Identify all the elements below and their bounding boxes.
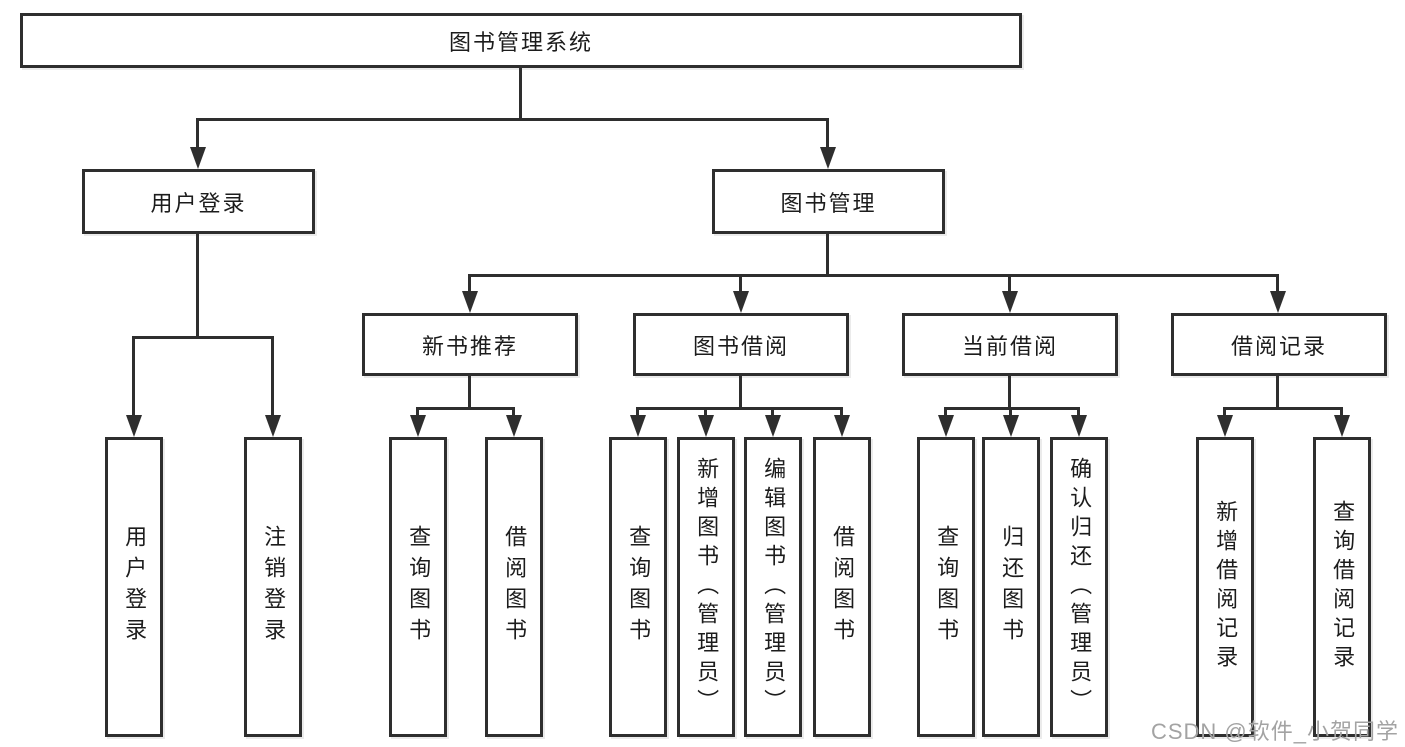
- edge-line: [771, 407, 774, 416]
- edge-line: [1276, 374, 1279, 410]
- edge-line: [519, 65, 522, 121]
- leaf-label: 借阅图书: [502, 525, 528, 649]
- edge-line: [1223, 407, 1343, 410]
- leaf-label: 查询图书: [626, 525, 652, 649]
- leaf-query-books-current: 查询图书: [917, 437, 975, 737]
- edge-arrowhead: [410, 415, 426, 437]
- leaf-label: 新增借阅记录: [1213, 500, 1239, 674]
- node-new-book-recommend: 新书推荐: [362, 313, 578, 376]
- edge-arrowhead: [820, 147, 836, 169]
- edge-arrowhead: [630, 415, 646, 437]
- edge-line: [1008, 274, 1011, 291]
- edge-line: [416, 407, 515, 410]
- leaf-return-book: 归还图书: [982, 437, 1040, 737]
- edge-line: [468, 274, 471, 291]
- edge-line: [840, 407, 843, 416]
- edge-line: [704, 407, 707, 416]
- node-label: 图书管理: [780, 190, 877, 216]
- node-library-management-system: 图书管理系统: [20, 13, 1022, 68]
- edge-arrowhead: [733, 291, 749, 313]
- edge-line: [468, 274, 1279, 277]
- node-label: 图书管理系统: [448, 29, 593, 55]
- edge-line: [1077, 407, 1080, 416]
- edge-arrowhead: [1270, 291, 1286, 313]
- edge-arrowhead: [506, 415, 522, 437]
- leaf-label: 借阅图书: [830, 525, 856, 649]
- edge-line: [1223, 407, 1226, 416]
- edge-line: [1276, 274, 1279, 291]
- edge-line: [826, 232, 829, 277]
- leaf-label: 查询图书: [406, 525, 432, 649]
- leaf-label: 用户登录: [122, 525, 148, 649]
- node-book-management: 图书管理: [712, 169, 945, 234]
- edge-arrowhead: [1003, 415, 1019, 437]
- edge-arrowhead: [938, 415, 954, 437]
- leaf-query-books-recommend: 查询图书: [389, 437, 447, 737]
- edge-arrowhead: [462, 291, 478, 313]
- edge-line: [196, 118, 199, 148]
- edge-arrowhead: [834, 415, 850, 437]
- leaf-label: 确认归还（管理员）: [1067, 456, 1093, 718]
- leaf-edit-book-admin: 编辑图书（管理员）: [744, 437, 802, 737]
- edge-line: [944, 407, 947, 416]
- leaf-add-borrow-record: 新增借阅记录: [1196, 437, 1254, 737]
- leaf-add-book-admin: 新增图书（管理员）: [677, 437, 735, 737]
- leaf-logout: 注销登录: [244, 437, 302, 737]
- edge-line: [1008, 374, 1011, 410]
- leaf-query-borrow-record: 查询借阅记录: [1313, 437, 1371, 737]
- node-current-borrowing: 当前借阅: [902, 313, 1118, 376]
- edge-arrowhead: [265, 415, 281, 437]
- edge-line: [196, 232, 199, 339]
- edge-arrowhead: [126, 415, 142, 437]
- leaf-query-books-borrowing: 查询图书: [609, 437, 667, 737]
- edge-line: [132, 336, 274, 339]
- node-label: 图书借阅: [692, 333, 789, 359]
- leaf-user-login: 用户登录: [105, 437, 163, 737]
- edge-line: [132, 336, 135, 416]
- edge-line: [416, 407, 419, 416]
- edge-line: [636, 407, 843, 410]
- leaf-label: 编辑图书（管理员）: [761, 456, 787, 718]
- edge-arrowhead: [1217, 415, 1233, 437]
- csdn-watermark: CSDN @软件_小贺同学: [1150, 719, 1399, 744]
- leaf-confirm-return-admin: 确认归还（管理员）: [1050, 437, 1108, 737]
- edge-line: [739, 274, 742, 291]
- node-label: 借阅记录: [1230, 333, 1327, 359]
- edge-line: [739, 374, 742, 410]
- leaf-label: 归还图书: [999, 525, 1025, 649]
- edge-line: [826, 118, 829, 148]
- leaf-label: 注销登录: [261, 525, 287, 649]
- edge-line: [196, 118, 829, 121]
- leaf-label: 新增图书（管理员）: [694, 456, 720, 718]
- node-book-borrowing: 图书借阅: [633, 313, 849, 376]
- edge-line: [1340, 407, 1343, 416]
- node-label: 当前借阅: [961, 333, 1058, 359]
- edge-arrowhead: [190, 147, 206, 169]
- edge-line: [468, 374, 471, 410]
- node-label: 新书推荐: [421, 333, 518, 359]
- edge-line: [636, 407, 639, 416]
- node-user-login: 用户登录: [82, 169, 315, 234]
- edge-line: [512, 407, 515, 416]
- edge-arrowhead: [698, 415, 714, 437]
- edge-line: [271, 336, 274, 416]
- leaf-label: 查询图书: [934, 525, 960, 649]
- edge-arrowhead: [1334, 415, 1350, 437]
- edge-arrowhead: [1002, 291, 1018, 313]
- node-borrow-records: 借阅记录: [1171, 313, 1387, 376]
- edge-arrowhead: [1071, 415, 1087, 437]
- edge-arrowhead: [765, 415, 781, 437]
- node-label: 用户登录: [150, 190, 247, 216]
- leaf-label: 查询借阅记录: [1330, 500, 1356, 674]
- edge-line: [944, 407, 1080, 410]
- edge-line: [1009, 407, 1012, 416]
- leaf-borrow-books-recommend: 借阅图书: [485, 437, 543, 737]
- leaf-borrow-books: 借阅图书: [813, 437, 871, 737]
